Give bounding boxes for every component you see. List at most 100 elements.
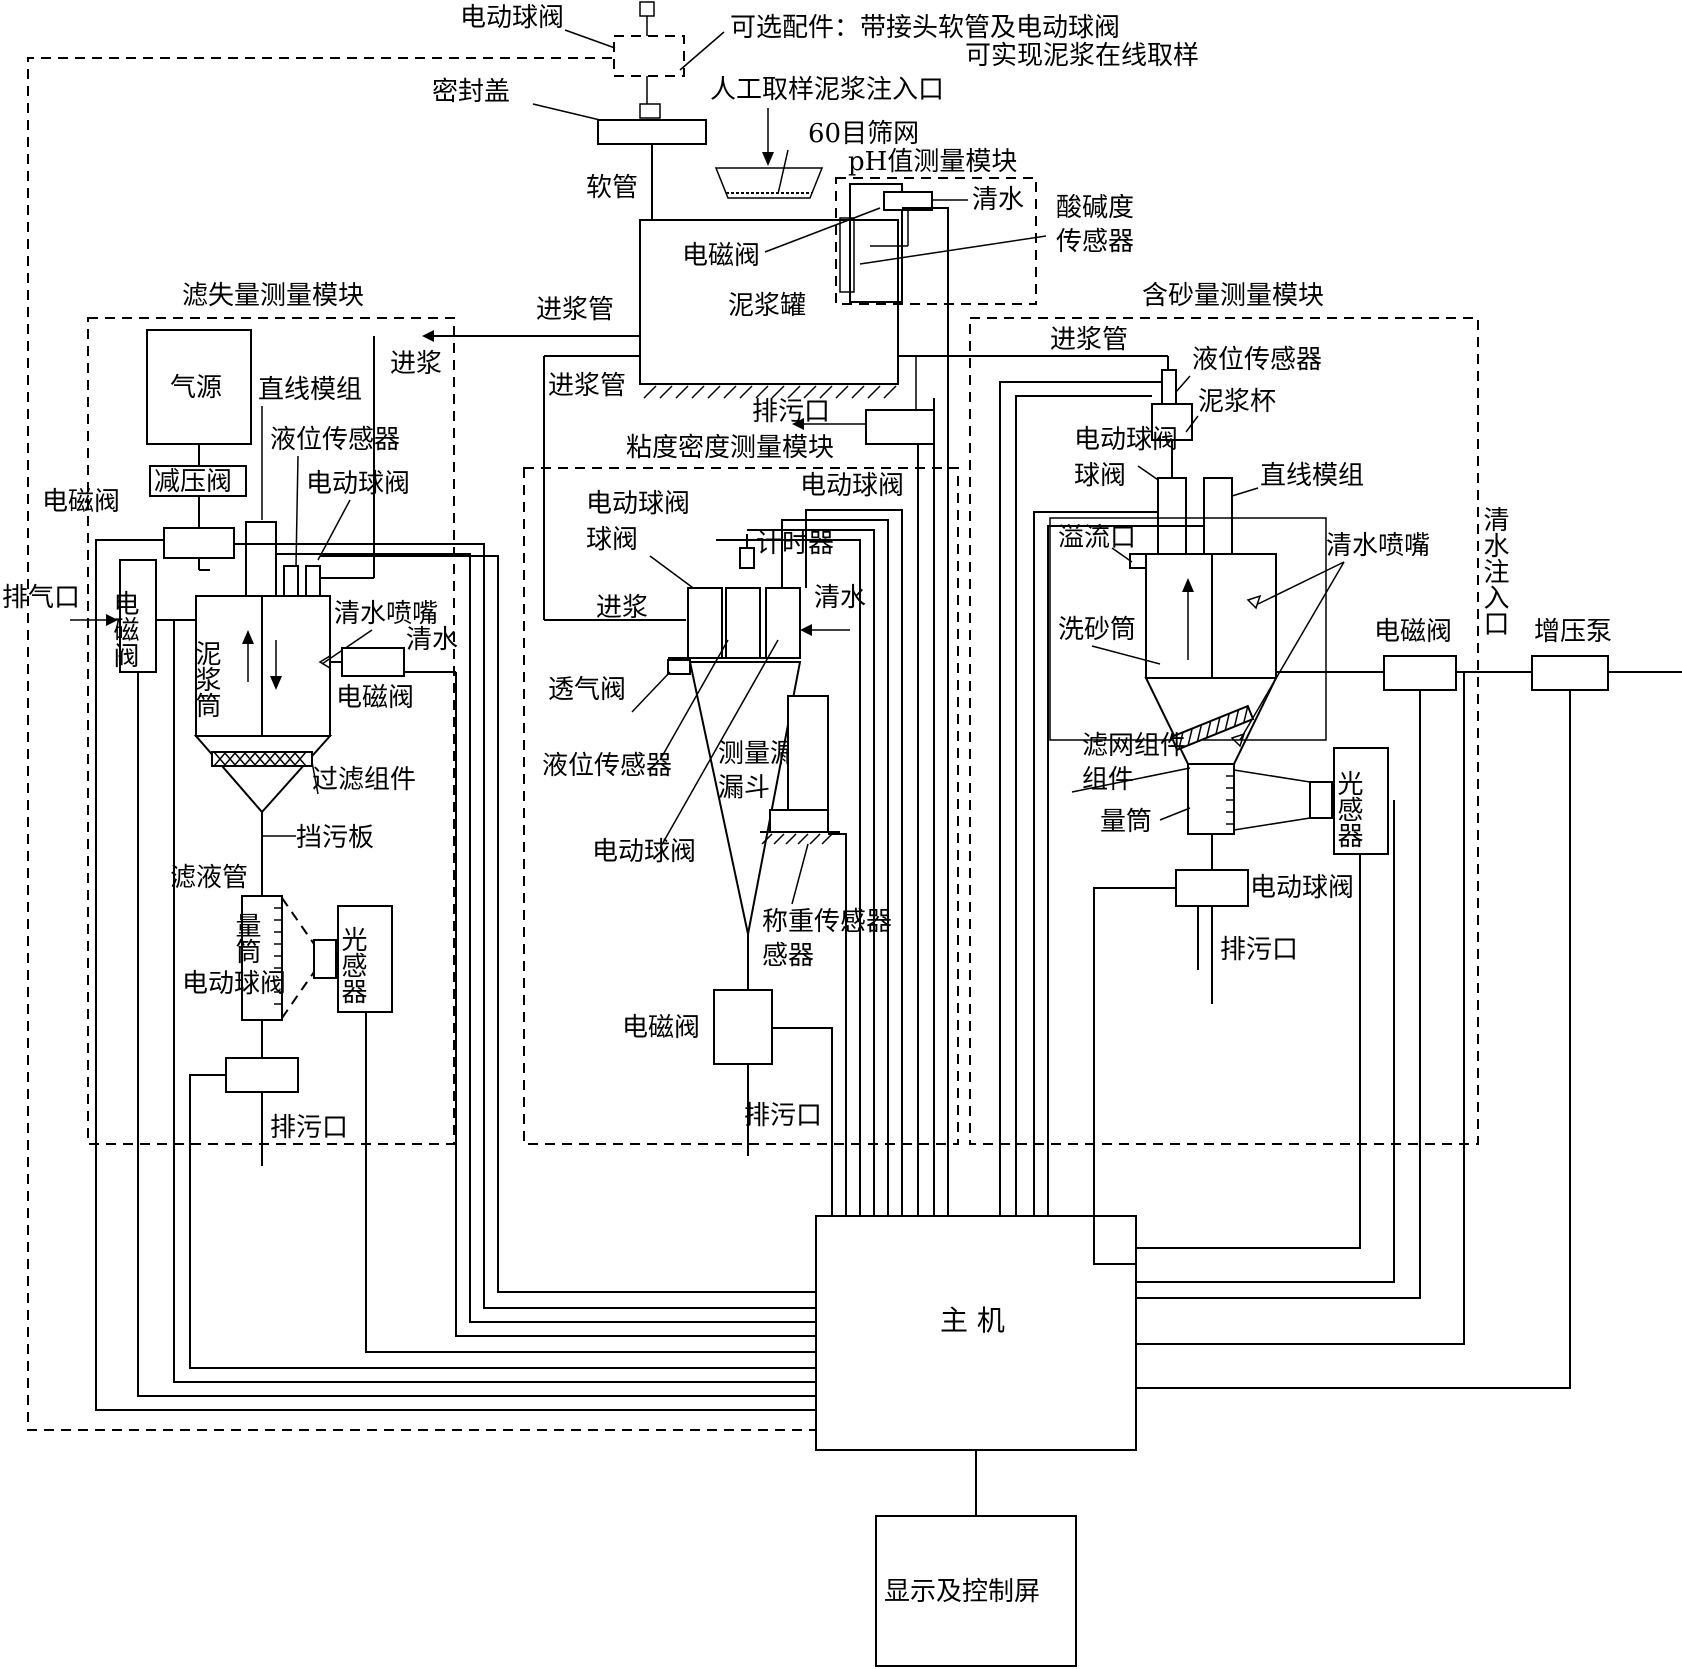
host-wiring-left	[95, 539, 816, 1411]
ball-valve-right-top-label-2: 球阀	[1074, 461, 1126, 491]
funnel-label-2: 漏斗	[718, 773, 770, 803]
ph-module-label: pH值测量模块	[848, 147, 1017, 177]
tank-drain-valve	[865, 409, 935, 445]
ball-valve-right-bottom	[1175, 869, 1249, 907]
vent-valve-label: 透气阀	[548, 675, 626, 705]
screen-assembly	[1170, 704, 1255, 752]
weigh-hatch	[761, 833, 833, 845]
clean-water-left-label: 清水	[406, 625, 458, 655]
ball-valve-right-top	[1157, 477, 1187, 555]
mud-cylinder-cone	[193, 735, 333, 814]
tank-label: 泥浆罐	[728, 291, 806, 321]
level-sensor-left-label: 液位传感器	[270, 425, 400, 455]
slurry-in-mid-label: 进浆	[596, 593, 648, 623]
booster-pump	[1531, 655, 1609, 691]
air-source-label: 气源	[170, 373, 222, 403]
solenoid-mid-bottom-label: 电磁阀	[622, 1013, 700, 1043]
sieve-label: 60目筛网	[808, 119, 919, 149]
exhaust-label: 排气口	[2, 583, 80, 613]
cylinder-right-ticks	[1226, 775, 1234, 825]
ball-valve-left-label: 电动球阀	[306, 469, 410, 499]
screen-assembly-label-2: 组件	[1082, 765, 1134, 795]
filter-hatch	[213, 751, 307, 767]
manual-inlet-label: 人工取样泥浆注入口	[710, 75, 944, 105]
optional-ball-valve	[613, 1, 685, 119]
solenoid-left-top-label: 电磁阀	[42, 487, 120, 517]
visc-module-label: 粘度密度测量模块	[626, 433, 834, 463]
baffle-label: 挡污板	[296, 823, 374, 853]
overflow-label: 溢流口	[1058, 523, 1136, 553]
ph-module-box	[835, 177, 1037, 305]
sand-module-box	[969, 317, 1479, 1145]
timer-label: 计时器	[756, 529, 834, 559]
linear-module-left	[245, 521, 277, 597]
solenoid-vertical	[119, 559, 157, 673]
host-wiring-top	[716, 207, 1204, 1216]
seal-cap	[597, 119, 707, 145]
cylinder-left-label: 量筒	[231, 912, 261, 964]
light-sensor-left	[337, 905, 393, 1013]
ball-valve-mid-b	[725, 587, 761, 659]
mud-cylinder-label: 泥浆筒	[191, 640, 221, 718]
ball-valve-right-top-label-1: 电动球阀	[1074, 425, 1178, 455]
acid-sensor-probe	[839, 217, 855, 293]
top-valve-label: 电动球阀	[460, 3, 564, 33]
optional-note-1: 可选配件：带接头软管及电动球阀	[730, 13, 1120, 43]
tank-ball-valve-label: 电动球阀	[800, 471, 904, 501]
mud-cup	[1151, 403, 1193, 441]
clean-water-inlet-label: 清水注入口	[1479, 506, 1509, 636]
hose-label: 软管	[586, 173, 638, 203]
inlet-pipe-left-label: 进浆管	[536, 295, 614, 325]
linear-module-right	[1203, 477, 1233, 555]
display-box	[875, 1515, 1077, 1667]
screen-assembly-label-1: 滤网组件	[1082, 731, 1186, 761]
filter-assembly	[211, 751, 313, 767]
ball-valve-left-bottom	[225, 1057, 299, 1093]
drain-right-label: 排污口	[1220, 935, 1298, 965]
ball-valve-mid-a	[687, 587, 723, 659]
optional-note-2: 可实现泥浆在线取样	[965, 41, 1199, 71]
ball-valve-mid-label-1: 电动球阀	[586, 489, 690, 519]
ball-valve-left-bottom-label: 电动球阀	[182, 969, 286, 999]
nozzle-left-label: 清水喷嘴	[334, 599, 438, 629]
slurry-in-left-label: 进浆	[390, 349, 442, 379]
drain-left-label: 排污口	[270, 1113, 348, 1143]
inlet-pipe-right-label: 进浆管	[1050, 325, 1128, 355]
linear-module-left-label: 直线模组	[258, 375, 362, 405]
solenoid-vertical-label: 电磁阀	[109, 590, 139, 668]
fluid-loss-module-label: 滤失量测量模块	[182, 281, 364, 311]
filtrate-pipe-label: 滤液管	[170, 863, 248, 893]
ball-valve-mid-c	[765, 587, 801, 659]
cylinder-right-label: 量筒	[1100, 807, 1152, 837]
solenoid-left-mid-label: 电磁阀	[336, 683, 414, 713]
ball-valve-right-bottom-label: 电动球阀	[1250, 873, 1354, 903]
host-box	[815, 1215, 1137, 1451]
screen-hatch	[1178, 705, 1249, 750]
solenoid-left-top	[163, 527, 235, 559]
ball-valve-mid-low-label: 电动球阀	[592, 837, 696, 867]
light-sensor-right	[1333, 747, 1389, 855]
solenoid-right-label: 电磁阀	[1374, 617, 1452, 647]
visc-density-module-box	[523, 467, 959, 1145]
pressure-reducer-label: 减压阀	[154, 467, 232, 497]
host-label: 主 机	[940, 1304, 1005, 1337]
inlet-pipe-mid-label: 进浆管	[548, 371, 626, 401]
filter-assembly-label: 过滤组件	[312, 765, 416, 795]
solenoid-right	[1383, 655, 1457, 691]
tank-solenoid-label: 电磁阀	[682, 241, 760, 271]
cylinder-left-ticks	[274, 907, 282, 1005]
acid-sensor-label-1: 酸碱度	[1056, 193, 1134, 223]
sieve-hopper	[714, 167, 824, 199]
optional-sampling-dashed-loop	[27, 57, 815, 1431]
clean-water-mid-label: 清水	[814, 583, 866, 613]
host-wiring-right	[1093, 672, 1571, 1389]
vent-valve	[667, 659, 691, 675]
sand-cylinder-label: 洗砂筒	[1058, 615, 1136, 645]
linear-module-right-label: 直线模组	[1260, 461, 1364, 491]
light-sensor-left-label: 光感器	[337, 926, 367, 1004]
nozzle-right-label: 清水喷嘴	[1326, 531, 1430, 561]
acid-sensor-label-2: 传感器	[1056, 227, 1134, 257]
weigh-sensor-label-1: 称重传感器	[762, 907, 892, 937]
light-sensor-right-label: 光感器	[1333, 770, 1363, 848]
